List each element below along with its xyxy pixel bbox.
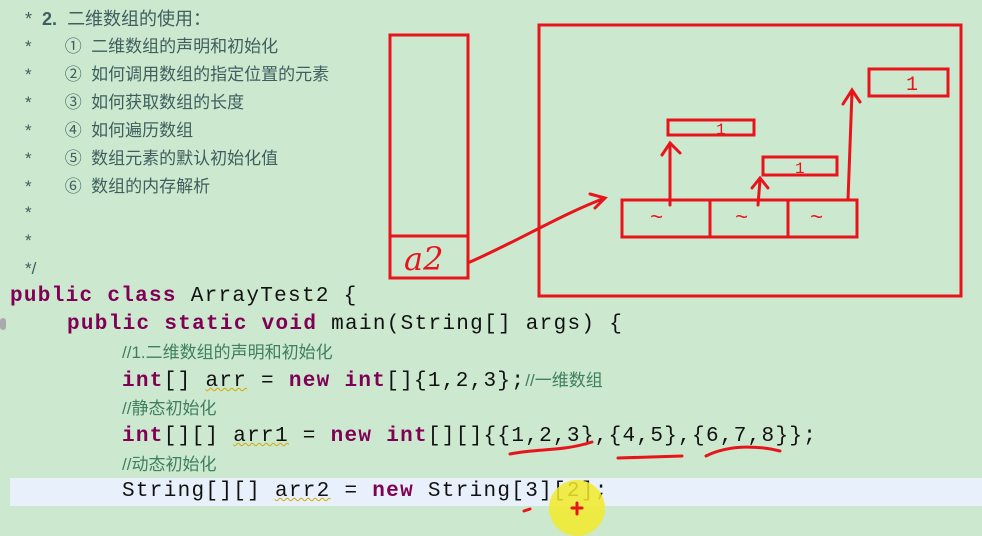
variable-arr: arr [205,370,248,393]
doc-end: */ [25,259,37,278]
item-text: 数组的内存解析 [91,177,211,196]
inline-comment: //一维数组 [525,371,603,390]
current-line-highlight [10,478,982,506]
reference-arrow [468,192,608,264]
doc-item: * ② 如何调用数组的指定位置的元素 [25,61,329,89]
star: * [25,65,32,84]
keyword: new [330,425,373,448]
keyword: int [344,370,387,393]
item-text: 如何遍历数组 [91,121,194,140]
item-num: ① [64,37,82,56]
item-num: ④ [64,121,82,140]
underline-mark [704,445,782,458]
class-name: ArrayTest2 { [176,285,358,308]
inner-array-box [761,155,839,177]
code-line-arr1[interactable]: int[][] arr1 = new int[][]{{1,2,3},{4,5}… [122,423,817,451]
method-signature: main(String[] args) { [317,313,624,336]
star: * [25,37,32,56]
keyword: public class [10,285,177,308]
variable-arr2: arr2 [274,480,331,503]
keyword: int [122,425,164,448]
doc-title-line: * 2. 二维数组的使用： [25,5,211,33]
code-text: = [330,480,373,503]
outer-array-box [620,198,859,239]
title-num: 2. [42,9,58,29]
doc-item: * ③ 如何获取数组的长度 [25,89,244,117]
inner-array-box [867,67,950,98]
star: * [25,121,32,140]
doc-item: * ④ 如何遍历数组 [25,117,193,145]
inner-cell-value: 1 [716,121,726,139]
arrow-up [750,175,770,207]
star: * [25,203,32,222]
item-num: ⑥ [64,177,82,196]
item-num: ③ [64,93,82,112]
code-text: [][] [163,425,234,448]
heap-box [537,23,963,298]
inner-cell-value: 1 [906,74,918,97]
underline-mark [508,440,594,456]
cell-ref: ~ [650,206,663,231]
doc-item: * ① 二维数组的声明和初始化 [25,33,278,61]
fold-marker[interactable] [0,318,6,330]
keyword: public static void [67,313,318,336]
keyword: int [122,370,164,393]
comment-line[interactable]: //静态初始化 [122,399,217,418]
comment-line[interactable]: //1.二维数组的声明和初始化 [122,343,333,362]
inner-array-box [666,118,756,137]
star: * [25,231,32,250]
doc-item: * ⑥ 数组的内存解析 [25,173,210,201]
code-text: = [247,370,289,393]
code-text: [][]{{1,2,3},{4,5},{6,7,8}}; [427,425,818,448]
doc-item: * ⑤ 数组元素的默认初始化值 [25,145,278,173]
cursor-mark [522,501,584,516]
item-text: 如何调用数组的指定位置的元素 [91,65,330,84]
code-text: [] [163,370,206,393]
cell-ref: ~ [810,206,823,231]
underline-mark [616,454,684,460]
doc-title: 二维数组的使用： [67,9,212,29]
keyword: new [288,370,331,393]
variable-arr1: arr1 [233,425,289,448]
main-declaration[interactable]: public static void main(String[] args) { [67,311,623,339]
stack-label: a2 [404,240,443,278]
item-text: 数组元素的默认初始化值 [91,149,279,168]
cell-ref: ~ [735,206,748,231]
item-num: ② [64,65,82,84]
code-text: []{1,2,3}; [386,370,526,393]
star: * [25,177,32,196]
keyword: int [386,425,428,448]
comment-line[interactable]: //动态初始化 [122,455,217,474]
class-declaration[interactable]: public class ArrayTest2 { [10,283,358,311]
arrow-up [660,140,682,207]
arrow-up [841,87,862,202]
keyword: new [372,480,414,503]
code-line-arr[interactable]: int[] arr = new int[]{1,2,3};//一维数组 [122,367,603,395]
item-num: ⑤ [64,149,82,168]
inner-cell-value: 1 [795,160,805,178]
code-text: String[][] [122,480,275,503]
star: * [25,9,33,29]
item-text: 二维数组的声明和初始化 [91,37,279,56]
star: * [25,93,32,112]
code-text: = [288,425,331,448]
star: * [25,149,32,168]
item-text: 如何获取数组的长度 [91,93,245,112]
stack-box [388,33,470,280]
